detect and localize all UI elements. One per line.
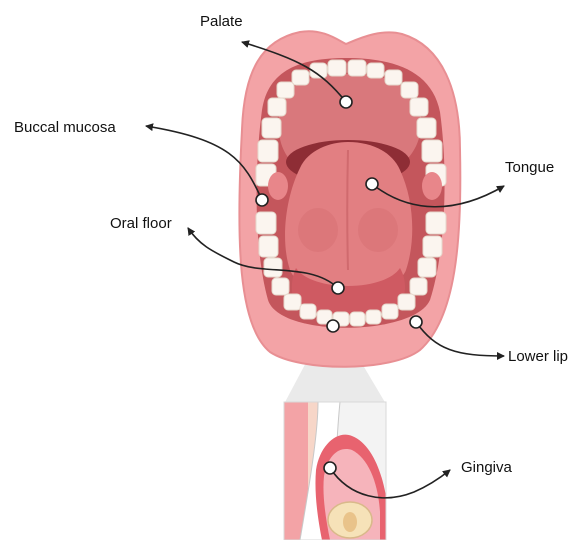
oral-floor-anchor — [332, 282, 344, 294]
label-tongue: Tongue — [505, 159, 554, 176]
mouth-illustration — [239, 31, 460, 367]
lower-teeth-anchor — [327, 320, 339, 332]
label-lower-lip: Lower lip — [508, 348, 568, 365]
gingiva-anchor — [324, 462, 336, 474]
label-palate: Palate — [200, 13, 243, 30]
label-gingiva: Gingiva — [461, 459, 513, 476]
lower-lip-anchor — [410, 316, 422, 328]
palate-anchor — [340, 96, 352, 108]
tongue-anchor — [366, 178, 378, 190]
buccal-mucosa-anchor — [256, 194, 268, 206]
label-oral-floor: Oral floor — [110, 215, 172, 232]
label-buccal-mucosa: Buccal mucosa — [14, 119, 116, 136]
